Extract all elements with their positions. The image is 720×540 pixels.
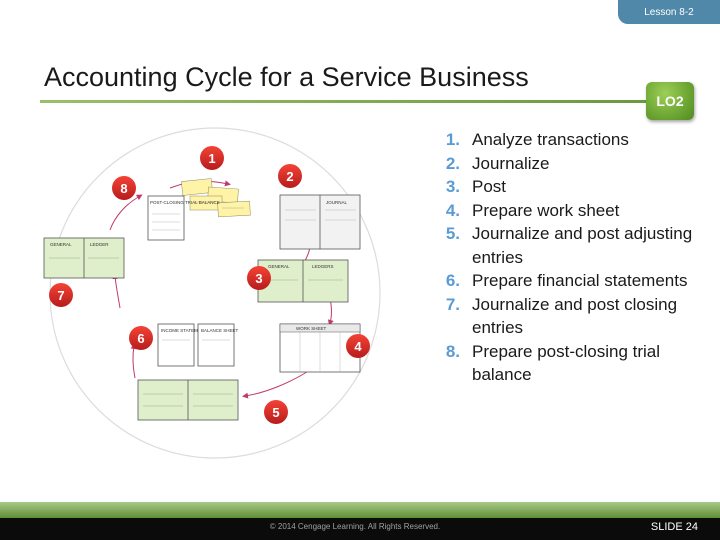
journal-book: JOURNAL xyxy=(279,194,361,250)
arrow-5-6 xyxy=(130,343,137,379)
list-item: 7. Journalize and post closing entries xyxy=(420,293,710,340)
work-sheet-label: WORK SHEET xyxy=(296,326,327,331)
slide-number: SLIDE 24 xyxy=(650,521,698,533)
source-documents xyxy=(181,178,251,218)
step-number: 2. xyxy=(445,153,460,173)
step-badge-5: 5 xyxy=(264,400,288,424)
svg-text:2: 2 xyxy=(286,169,293,184)
step-number: 6. xyxy=(445,271,460,290)
list-item: 4. Prepare work sheet xyxy=(420,199,710,223)
financial-statements: INCOME STATEMENT BALANCE SHEET xyxy=(157,323,239,367)
journal-label: JOURNAL xyxy=(326,200,348,205)
step-text: Prepare work sheet xyxy=(472,200,620,220)
svg-text:8: 8 xyxy=(120,181,127,196)
list-item: 5. Journalize and post adjusting entries xyxy=(420,222,710,269)
list-item: 2. Journalize xyxy=(420,152,710,176)
step-text: Journalize and post closing entries xyxy=(472,294,678,338)
step-badge-4: 4 xyxy=(346,334,370,358)
step-badge-1: 1 xyxy=(200,146,224,170)
general-ledger-label: GENERAL xyxy=(268,264,290,269)
step-text: Prepare post-closing trial balance xyxy=(472,341,661,385)
step-number: 1. xyxy=(445,130,460,149)
ledgers-label: LEDGERS xyxy=(312,264,334,269)
svg-text:3: 3 xyxy=(255,271,262,286)
footer-bar xyxy=(0,518,720,540)
svg-text:1: 1 xyxy=(208,151,215,166)
ledger-pair-left-label: GENERAL xyxy=(50,242,72,247)
income-statement-label: INCOME STATEMENT xyxy=(161,328,207,333)
list-item: 3. Post xyxy=(420,175,710,199)
list-item: 6. Prepare financial statements xyxy=(420,269,710,293)
learning-objective-badge: LO2 xyxy=(646,82,694,120)
svg-text:5: 5 xyxy=(272,405,279,420)
step-badge-6: 6 xyxy=(129,326,153,350)
step-number: 3. xyxy=(445,177,460,196)
step-text: Analyze transactions xyxy=(472,130,629,149)
step-text: Journalize xyxy=(472,153,550,173)
step-number: 4. xyxy=(445,200,460,220)
svg-text:6: 6 xyxy=(137,331,144,346)
title-underline xyxy=(40,100,646,103)
arrow-7-8 xyxy=(109,194,143,231)
list-item: 8. Prepare post-closing trial balance xyxy=(420,340,710,387)
slide-title: Accounting Cycle for a Service Business xyxy=(44,62,529,92)
svg-text:4: 4 xyxy=(354,339,362,354)
step-badge-3: 3 xyxy=(247,266,271,290)
ledger-pair-right-label: LEDGER xyxy=(90,242,109,247)
closing-ledger-book xyxy=(137,379,239,421)
step-text: Prepare financial statements xyxy=(472,271,688,290)
copyright-text: © 2014 Cengage Learning. All Rights Rese… xyxy=(269,522,441,531)
lesson-tab: Lesson 8-2 xyxy=(618,0,720,24)
adjusting-ledger-book: GENERAL LEDGER xyxy=(43,237,125,279)
arrow-4-5 xyxy=(242,369,311,399)
arrow-6-7 xyxy=(112,273,121,309)
work-sheet: WORK SHEET xyxy=(279,323,361,373)
cycle-steps-list: 1. Analyze transactions 2. Journalize 3. Po… xyxy=(420,128,710,387)
step-text: Journalize and post adjusting entries xyxy=(472,224,693,267)
step-number: 8. xyxy=(445,341,460,361)
footer-green-band xyxy=(0,502,720,518)
accounting-cycle-diagram: JOURNAL GENERAL LEDGERS WORK SHEET INCOM… xyxy=(43,127,381,459)
step-badge-8: 8 xyxy=(112,176,136,200)
step-number: 5. xyxy=(445,224,460,243)
step-badge-7: 7 xyxy=(49,283,73,307)
step-text: Post xyxy=(472,177,507,196)
post-closing-trial-balance-label: POST-CLOSING TRIAL BALANCE xyxy=(150,200,220,205)
post-closing-trial-balance-doc: POST-CLOSING TRIAL BALANCE xyxy=(147,195,220,241)
ledgers-book: GENERAL LEDGERS xyxy=(257,259,349,303)
svg-text:7: 7 xyxy=(57,288,64,303)
step-number: 7. xyxy=(445,294,460,314)
step-badge-2: 2 xyxy=(278,164,302,188)
list-item: 1. Analyze transactions xyxy=(420,128,710,152)
balance-sheet-label: BALANCE SHEET xyxy=(201,328,239,333)
